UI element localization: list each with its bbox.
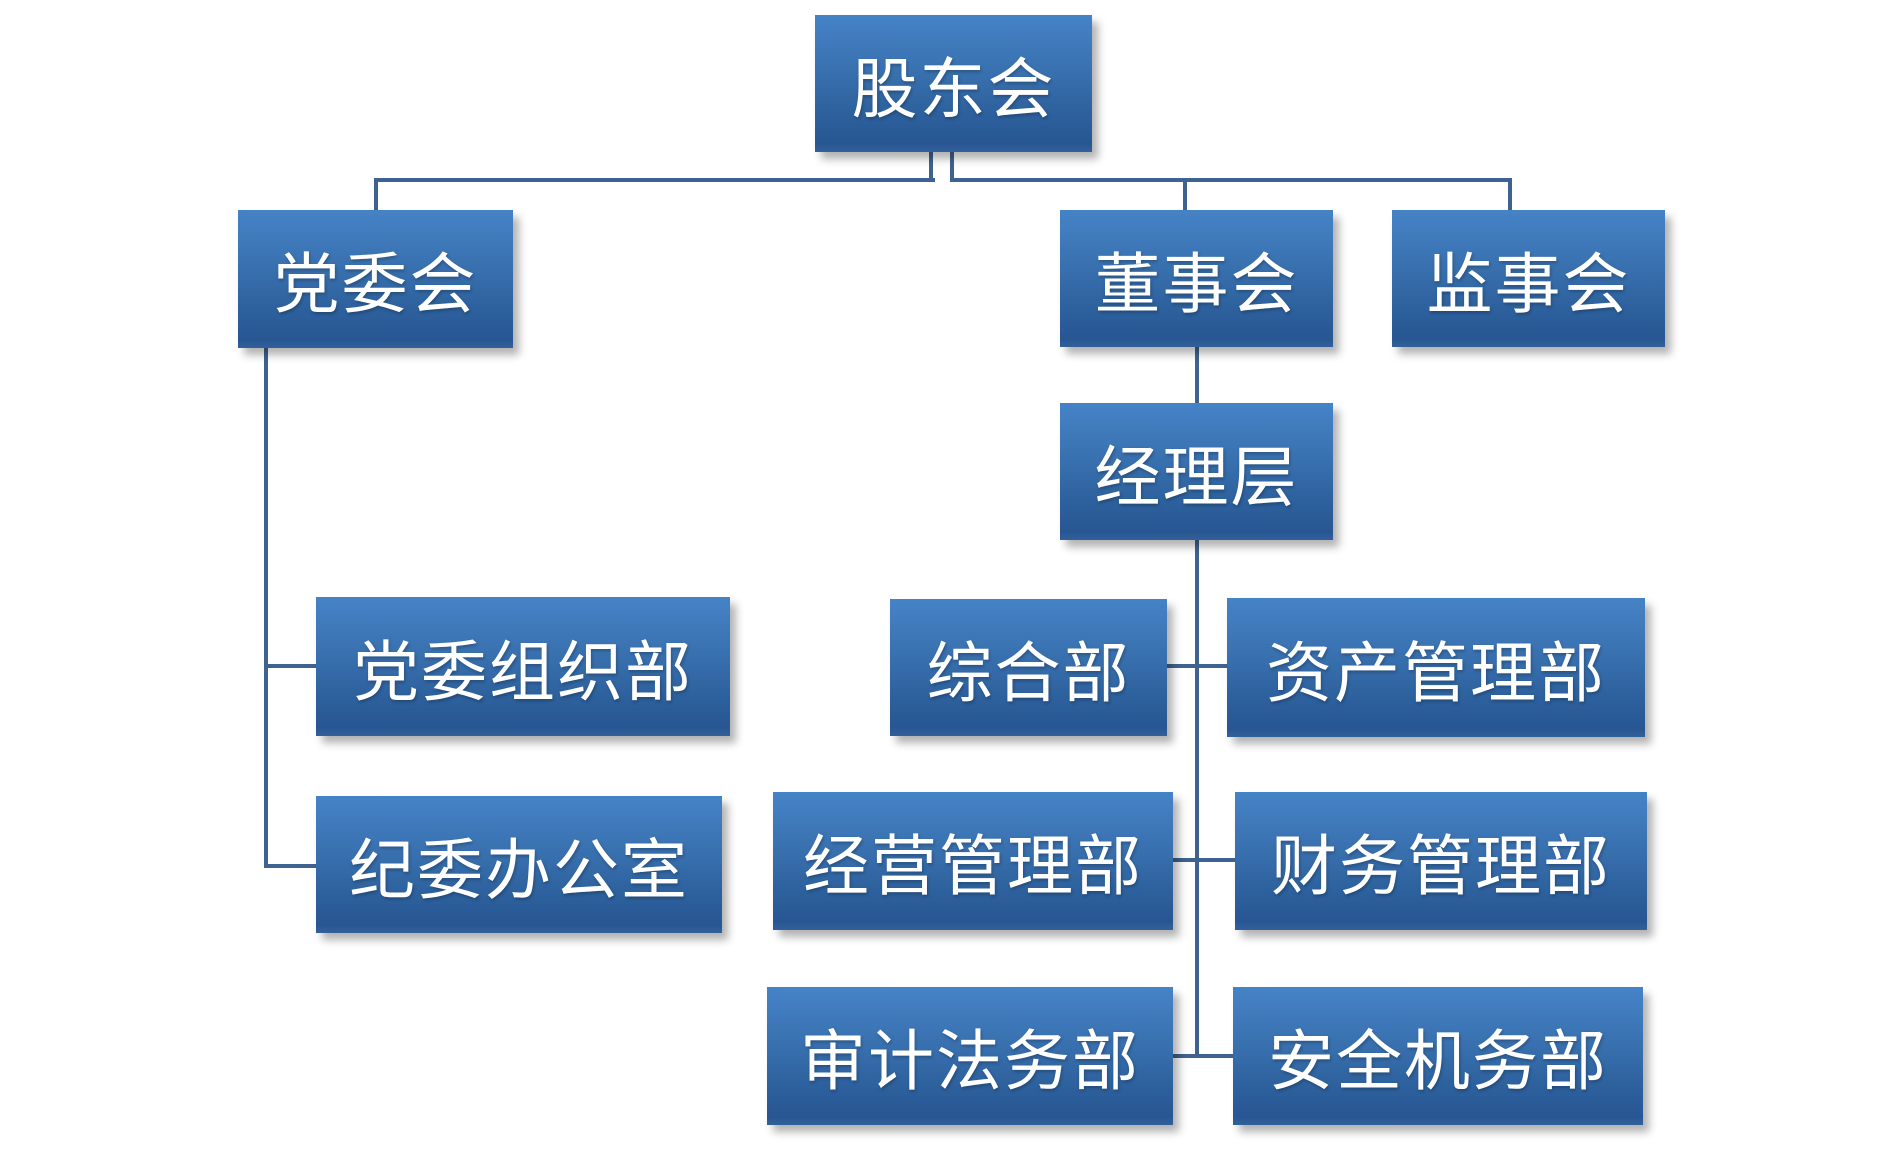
org-node-label: 审计法务部	[800, 1026, 1140, 1099]
org-node-finance-management-dept: 财务管理部	[1235, 792, 1647, 930]
org-node-audit-legal-dept: 审计法务部	[767, 987, 1173, 1125]
connector-supervisory-board-top-stub	[1508, 178, 1512, 210]
connector-row2-cross-horizontal	[1173, 858, 1235, 862]
org-node-asset-management-dept: 资产管理部	[1227, 598, 1645, 737]
org-node-label: 监事会	[1426, 248, 1631, 322]
org-node-label: 党委会	[273, 249, 478, 322]
org-node-discipline-office: 纪委办公室	[316, 796, 722, 933]
org-node-operation-management-dept: 经营管理部	[773, 792, 1173, 930]
org-node-label: 董事会	[1094, 248, 1299, 322]
connector-row3-cross-horizontal	[1173, 1054, 1233, 1058]
org-node-general-dept: 综合部	[890, 599, 1167, 736]
connector-shareholders-right-horizontal	[950, 178, 1512, 182]
connector-management-spine	[1195, 540, 1199, 1058]
org-node-safety-maintenance-dept: 安全机务部	[1233, 987, 1643, 1125]
org-node-supervisory-board: 监事会	[1392, 210, 1665, 347]
connector-party-committee-spine	[264, 348, 268, 868]
org-node-label: 财务管理部	[1271, 831, 1611, 904]
org-node-party-organization-dept: 党委组织部	[316, 597, 730, 736]
org-node-label: 综合部	[926, 637, 1131, 711]
connector-shareholders-left-stub	[929, 152, 933, 182]
org-node-label: 股东会	[851, 53, 1056, 127]
connector-shareholders-left-horizontal	[374, 178, 935, 182]
org-node-label: 安全机务部	[1268, 1026, 1608, 1099]
org-node-label: 纪委办公室	[349, 834, 689, 908]
connector-row1-cross-horizontal	[1167, 664, 1227, 668]
connector-party-org-dept-stub	[264, 664, 316, 668]
connector-shareholders-right-stub	[950, 152, 954, 182]
org-node-label: 党委组织部	[353, 636, 693, 710]
connector-board-to-management-stub	[1195, 347, 1199, 403]
org-node-board-of-directors: 董事会	[1060, 210, 1333, 347]
org-node-label: 经营管理部	[803, 831, 1143, 904]
org-node-management-level: 经理层	[1060, 403, 1333, 540]
connector-board-of-directors-top-stub	[1183, 178, 1187, 210]
org-node-party-committee: 党委会	[238, 210, 513, 348]
connector-discipline-office-stub	[264, 864, 316, 868]
org-node-label: 经理层	[1094, 441, 1299, 515]
org-node-shareholders-meeting: 股东会	[815, 15, 1092, 152]
org-node-label: 资产管理部	[1266, 637, 1606, 711]
connector-party-committee-top-stub	[374, 178, 378, 210]
